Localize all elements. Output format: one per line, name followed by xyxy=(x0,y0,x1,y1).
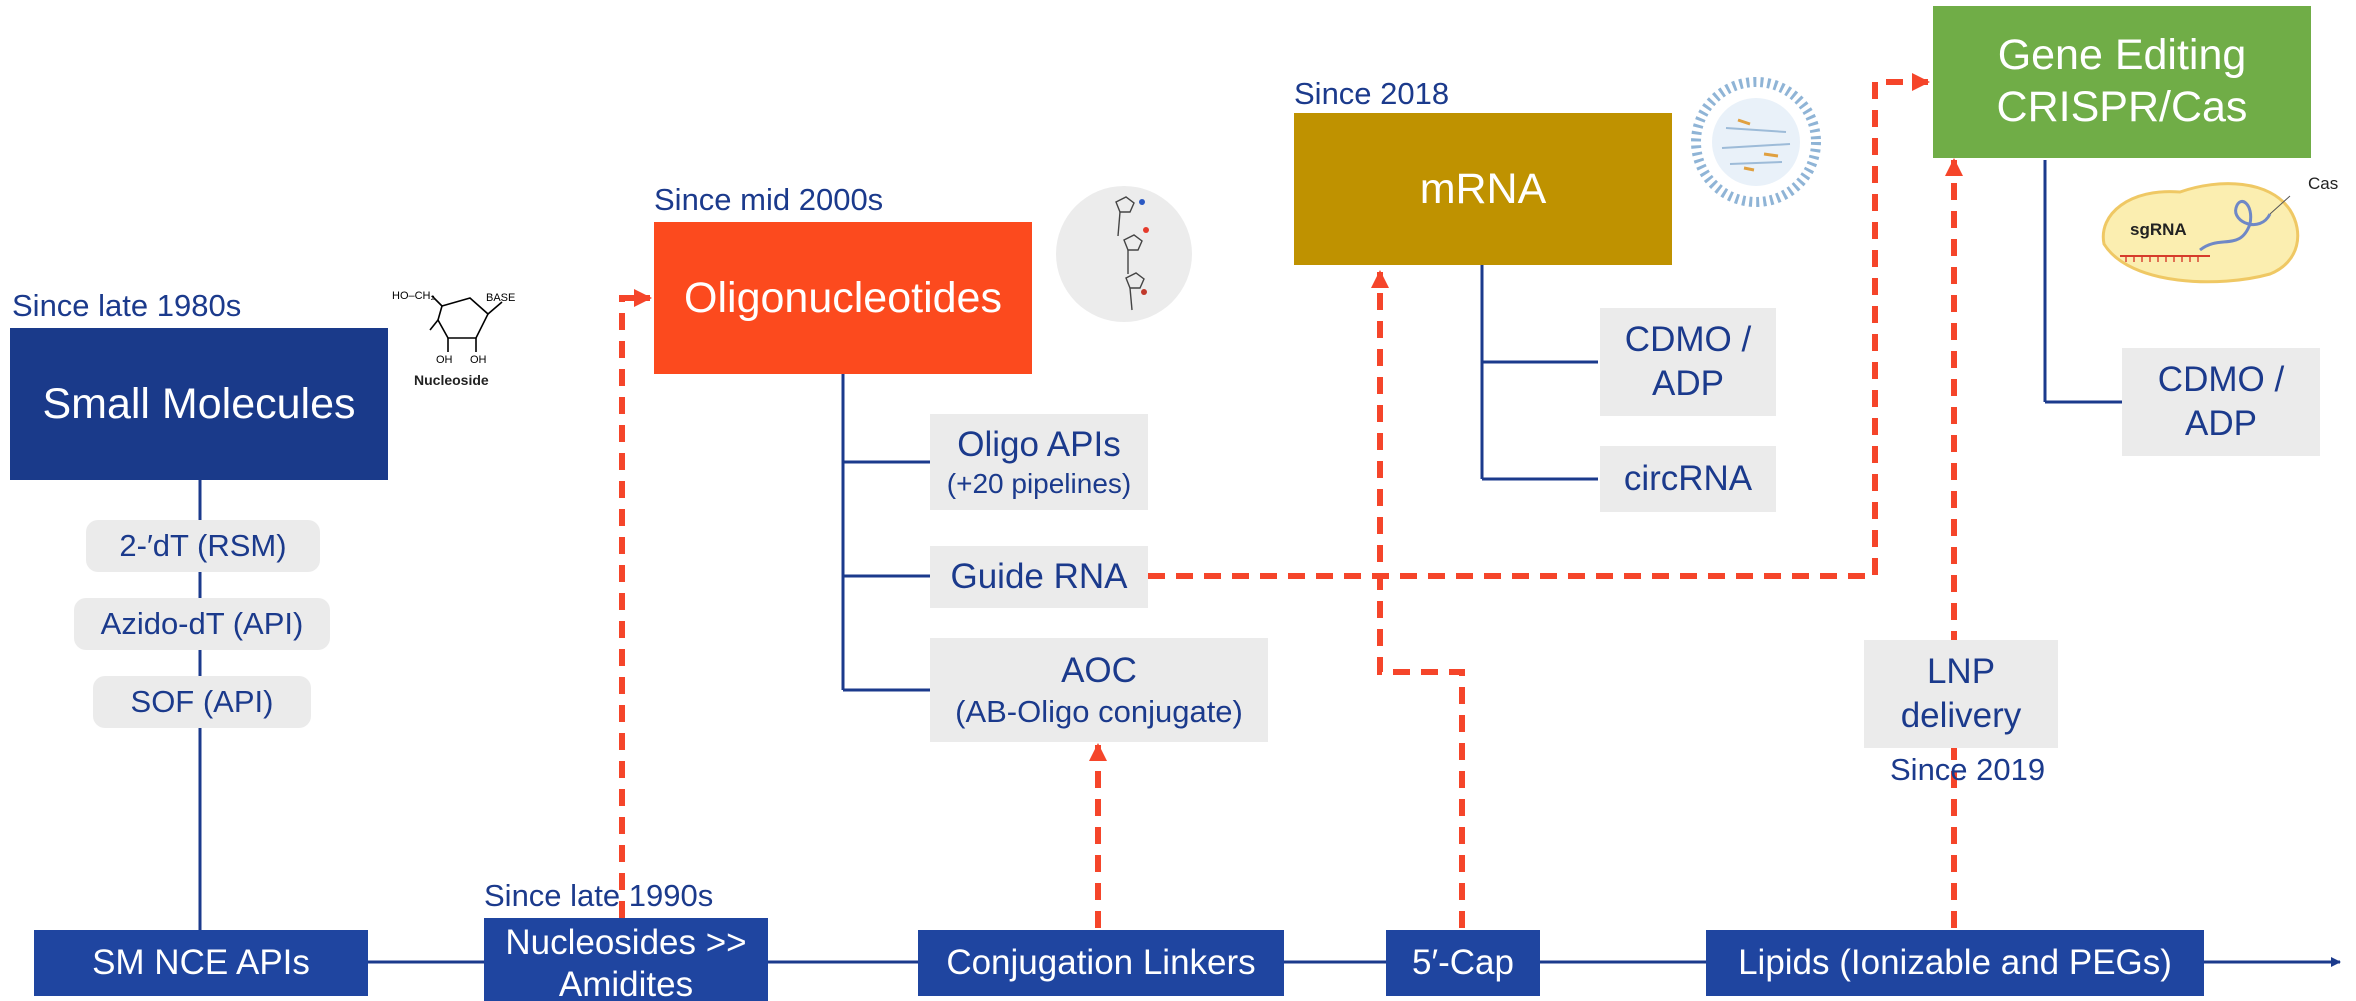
arrow-cap-to-mrna xyxy=(1371,270,1465,928)
lnp-particle-image xyxy=(1691,77,1821,207)
aoc-box: AOC (AB-Oligo conjugate) xyxy=(930,638,1268,742)
aoc-sub: (AB-Oligo conjugate) xyxy=(955,693,1243,729)
gene-cdmo-line2: ADP xyxy=(2185,404,2257,443)
oligonucleotides-box: Oligonucleotides xyxy=(654,222,1032,374)
cas9-complex-icon xyxy=(2101,182,2300,284)
oligo-molecule-image xyxy=(1056,186,1192,322)
mrna-label: mRNA xyxy=(1419,164,1547,213)
arrow-guide-to-gene-editing xyxy=(1148,73,1930,579)
nucleoside-structure-image: HO–CH₂ BASE OH OH Nucleoside xyxy=(392,288,528,392)
small-molecules-label: Small Molecules xyxy=(42,379,356,428)
lnp-delivery-box: LNP delivery xyxy=(1864,640,2058,748)
lipids-label: Lipids (Ionizable and PEGs) xyxy=(1738,943,2172,982)
sgrna-label: sgRNA xyxy=(2130,220,2187,239)
since-nucleosides: Since late 1990s xyxy=(484,878,714,913)
mrna-tree xyxy=(1480,265,1598,481)
oligo-tree xyxy=(841,374,930,692)
guide-rna-box: Guide RNA xyxy=(930,546,1148,608)
oligo-apis-label: Oligo APIs xyxy=(957,424,1121,464)
sm-nce-apis-box: SM NCE APIs xyxy=(34,930,368,996)
cas-label: Cas xyxy=(2308,174,2339,193)
circrna-box: circRNA xyxy=(1600,446,1776,512)
nucleosides-amidites-box: Nucleosides >> Amidites xyxy=(484,918,768,1001)
oligo-apis-box: Oligo APIs (+20 pipelines) xyxy=(930,414,1148,510)
lnp-label: LNP xyxy=(1926,652,1996,692)
sm-item-2dt: 2-′dT (RSM) xyxy=(86,520,320,572)
circrna-label: circRNA xyxy=(1623,459,1753,499)
aoc-label: AOC xyxy=(1061,650,1137,690)
gene-editing-label: Gene Editing xyxy=(1997,31,2247,80)
gene-editing-tree xyxy=(2043,160,2122,404)
crispr-cas-label: CRISPR/Cas xyxy=(1996,83,2248,131)
mrna-cdmo-line2: ADP xyxy=(1652,364,1724,403)
amidites-label: Amidites xyxy=(558,965,694,1001)
cas9-sgrna-image: sgRNA Cas xyxy=(2090,170,2356,296)
lnp-delivery-label: delivery xyxy=(1900,696,2022,735)
nucleoside-ring-icon xyxy=(429,295,503,352)
mrna-cdmo-box: CDMO / ADP xyxy=(1600,308,1776,416)
five-prime-cap-label: 5′-Cap xyxy=(1412,943,1514,982)
mrna-box: mRNA xyxy=(1294,113,1672,265)
mrna-cdmo-line1: CDMO / xyxy=(1624,320,1752,360)
arrow-nucleosides-to-oligos xyxy=(619,289,652,918)
small-molecules-box: Small Molecules xyxy=(10,328,388,480)
sm-item-azido-dt: Azido-dT (API) xyxy=(74,598,330,650)
sm-item-sof: SOF (API) xyxy=(93,676,311,728)
nucleoside-oh-left: OH xyxy=(436,354,453,366)
gene-editing-box: Gene Editing CRISPR/Cas xyxy=(1933,6,2311,158)
since-mrna: Since 2018 xyxy=(1294,76,1450,111)
oligo-apis-sub: (+20 pipelines) xyxy=(946,468,1132,500)
nucleosides-label: Nucleosides >> xyxy=(505,923,747,962)
oligonucleotides-label: Oligonucleotides xyxy=(684,273,1002,322)
five-prime-cap-box: 5′-Cap xyxy=(1386,930,1540,996)
gene-cdmo-line1: CDMO / xyxy=(2157,360,2285,400)
sm-nce-apis-label: SM NCE APIs xyxy=(92,943,310,982)
since-small-molecules: Since late 1980s xyxy=(12,288,242,323)
nucleoside-ho-label: HO–CH₂ xyxy=(392,290,435,302)
conjugation-linkers-label: Conjugation Linkers xyxy=(946,943,1256,982)
nucleoside-caption: Nucleoside xyxy=(414,372,489,388)
gene-cdmo-box: CDMO / ADP xyxy=(2122,348,2320,456)
nucleoside-oh-right: OH xyxy=(470,354,487,366)
nucleoside-base-label: BASE xyxy=(486,292,516,304)
guide-rna-label: Guide RNA xyxy=(950,557,1128,597)
conjugation-linkers-box: Conjugation Linkers xyxy=(918,930,1284,996)
since-lnp: Since 2019 xyxy=(1890,752,2046,787)
since-oligonucleotides: Since mid 2000s xyxy=(654,182,884,217)
lipids-box: Lipids (Ionizable and PEGs) xyxy=(1706,930,2204,996)
